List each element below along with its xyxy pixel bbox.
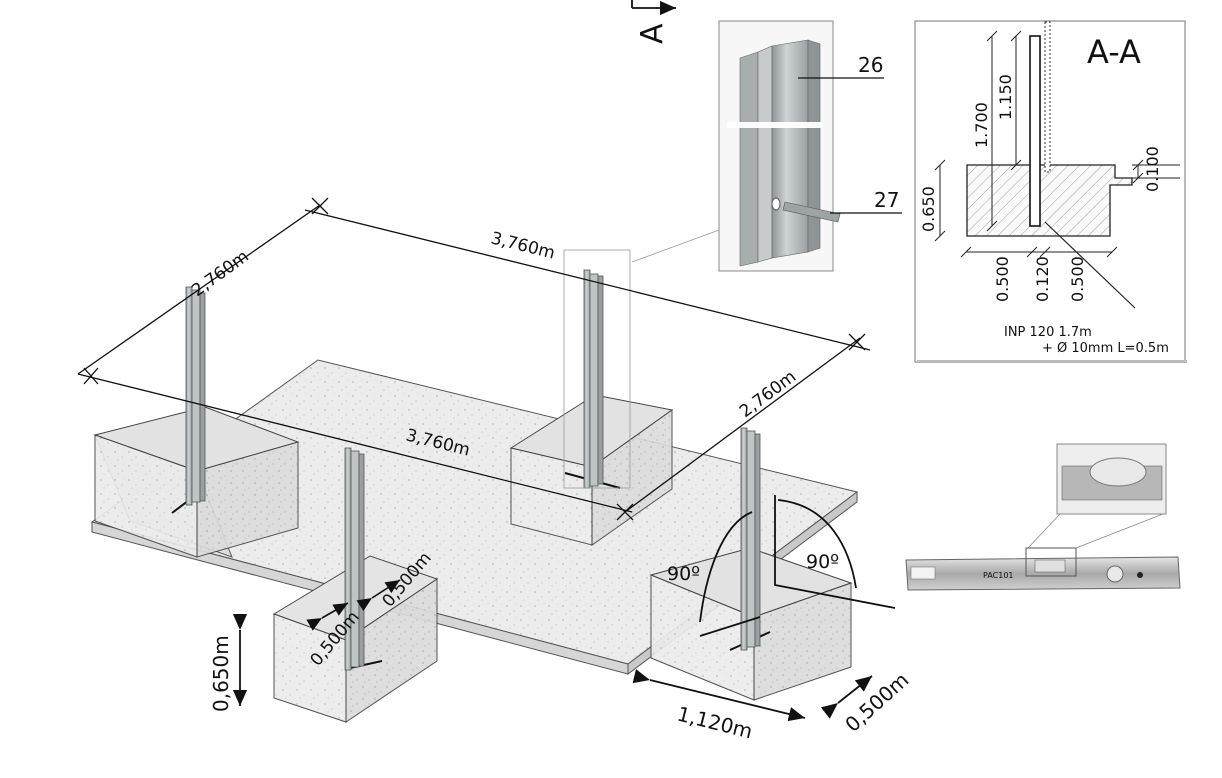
level-hang-hole <box>1137 572 1143 578</box>
section-note-1: INP 120 1.7m <box>1004 325 1092 340</box>
section-marker: A <box>631 0 676 44</box>
section-footing <box>966 164 1133 237</box>
dim-depth-left: 2,760m <box>188 247 253 302</box>
spirit-level: PAC101 <box>905 443 1181 591</box>
level-brand: PAC101 <box>983 571 1014 580</box>
post-front <box>344 447 365 671</box>
footing-inner-dims <box>306 579 401 631</box>
section-dim-right: 0.500 <box>1068 256 1087 302</box>
dim-footing-height: 0,650m <box>209 635 233 712</box>
dimension-lines <box>77 197 871 521</box>
section-rebar <box>1044 21 1051 173</box>
section-marker-letter: A <box>635 23 670 44</box>
section-dim-total: 1.700 <box>972 102 991 148</box>
level-vial-round <box>1106 565 1124 583</box>
section-note-2: + Ø 10mm L=0.5m <box>1042 341 1169 356</box>
angle-label-left: 90º <box>667 563 700 585</box>
section-post <box>1029 35 1041 227</box>
dim-width-arrow <box>820 675 873 719</box>
level-stamp <box>910 566 936 580</box>
dim-length-arrow <box>632 669 806 722</box>
dim-footing-length: 1,120m <box>675 702 755 744</box>
section-title: A-A <box>1087 33 1141 71</box>
dim-footing-width-front: 0,500m <box>840 668 913 737</box>
callout-26: 26 <box>858 53 883 77</box>
dim-depth-right: 2,760m <box>736 367 800 422</box>
section-dim-footing: 0.650 <box>919 186 938 232</box>
section-dim-profile: 0.120 <box>1033 256 1052 302</box>
profile-detail: 26 27 <box>631 20 902 272</box>
post-right <box>740 427 761 651</box>
detail-highlight-frame <box>563 249 631 489</box>
post-left <box>185 286 206 506</box>
level-body <box>905 556 1181 591</box>
section-dim-slab: 0.100 <box>1143 146 1162 192</box>
post-back <box>563 249 631 489</box>
right-angle-markers <box>699 495 896 637</box>
callout-27: 27 <box>874 188 899 212</box>
section-dim-left: 0.500 <box>993 256 1012 302</box>
level-window <box>1025 547 1077 577</box>
section-dim-above: 1.150 <box>996 74 1015 120</box>
level-bubble-zoom <box>1089 457 1147 487</box>
section-view: A-A 1.700 1.150 0.650 0.100 0.500 0.120 … <box>914 20 1187 363</box>
angle-label-right: 90º <box>806 551 839 573</box>
